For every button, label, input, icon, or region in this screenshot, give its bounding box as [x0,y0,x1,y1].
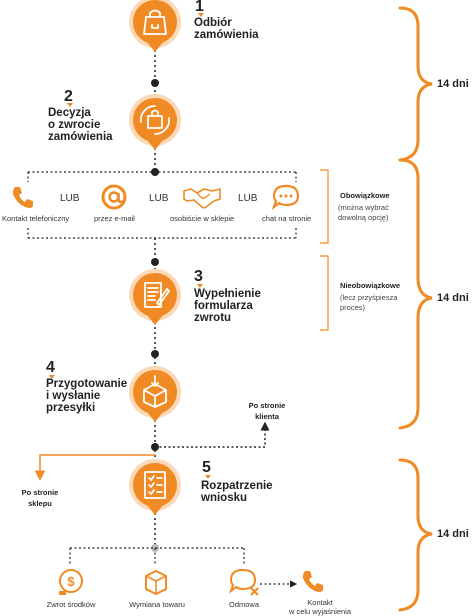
step-1-disc [133,0,177,44]
step-2-number: 2 [64,88,73,105]
form-pen-icon [144,282,170,308]
or-label-1: LUB [60,193,80,204]
step-4-circle [129,366,181,422]
svg-text:$: $ [67,574,75,589]
store-side-label: Po stronie sklepu [21,488,59,508]
step-1-circle [129,0,181,52]
step-4-label: Przygotowanie i wysłanie przesyłki [46,378,128,414]
package-down-icon [143,375,167,408]
step-1-number: 1 [195,0,204,15]
duration-3: 14 dni [437,528,469,540]
step-3-pointer [147,315,163,325]
step-4-pointer [147,412,163,422]
step-1-pointer [147,42,163,52]
outcome-exchange-label: Wymiana towaru [129,600,185,609]
step-3-number: 3 [194,268,203,285]
shopping-bag-icon [143,9,167,35]
return-package-icon [139,105,171,135]
box-exchange-icon [145,569,167,596]
step-1-label: Odbiór zamówienia [194,17,259,41]
optional-note-title: Nieobowiązkowe [340,281,401,290]
contact-email-label: przez e-mail [94,214,135,223]
step-2-disc [133,98,177,142]
step-4-number: 4 [46,359,55,376]
step-2-circle [129,94,181,150]
contact-options-bracket [27,171,297,239]
step-3-disc [133,273,177,317]
step-5-circle [129,459,181,515]
money-return-icon: $ [59,569,83,595]
step-5-number: 5 [202,459,211,476]
duration-2: 14 dni [437,292,469,304]
outcome-refusal-label: Odmowa [228,600,259,609]
step-4-tick [49,375,55,379]
outcome-refund-label: Zwrot środków [46,600,96,609]
chat-x-icon [229,568,259,596]
duration-1: 14 dni [437,78,469,90]
step-5-tick [205,475,211,479]
or-label-2: LUB [149,193,169,204]
contact-phone-label: Kontakt telefoniczny [2,214,70,223]
at-sign-icon [101,184,127,210]
step-circles [129,0,181,515]
phone-icon [303,571,323,592]
note-brackets [320,169,329,331]
step-3-circle [129,269,181,325]
step-3-label: Wypełnienie formularza zwrotu [194,288,261,324]
outcome-branch [69,547,298,588]
step-2-label: Decyzja o zwrocie zamówienia [48,107,113,143]
client-side-label: Po stronie klienta [248,401,286,421]
optional-note-sub: (lecz przyśpiesza proces) [340,293,398,312]
side-arrows [34,421,270,481]
step-2-pointer [147,140,163,150]
step-3-tick [197,284,203,288]
step-1-tick [198,13,204,17]
step-5-label: Rozpatrzenie wniosku [201,480,273,504]
step-5-pointer [147,505,163,515]
step-2-tick [67,103,73,107]
contact-chat-label: chat na stronie [262,214,312,223]
step-5-disc [133,463,177,507]
mandatory-note-title: Obowiązkowe [340,191,390,200]
duration-braces [398,6,433,612]
outcome-contact-label: Kontakt w celu wyjaśnienia [288,598,352,616]
or-label-3: LUB [238,193,258,204]
chat-bubble-icon [272,184,300,210]
handshake-icon [183,188,221,209]
checklist-icon [144,471,166,499]
mandatory-note-sub: (można wybrać dowolną opcję) [338,203,389,222]
phone-icon [13,187,33,208]
contact-store-label: osobiście w sklepie [170,214,235,223]
step-4-disc [133,370,177,414]
